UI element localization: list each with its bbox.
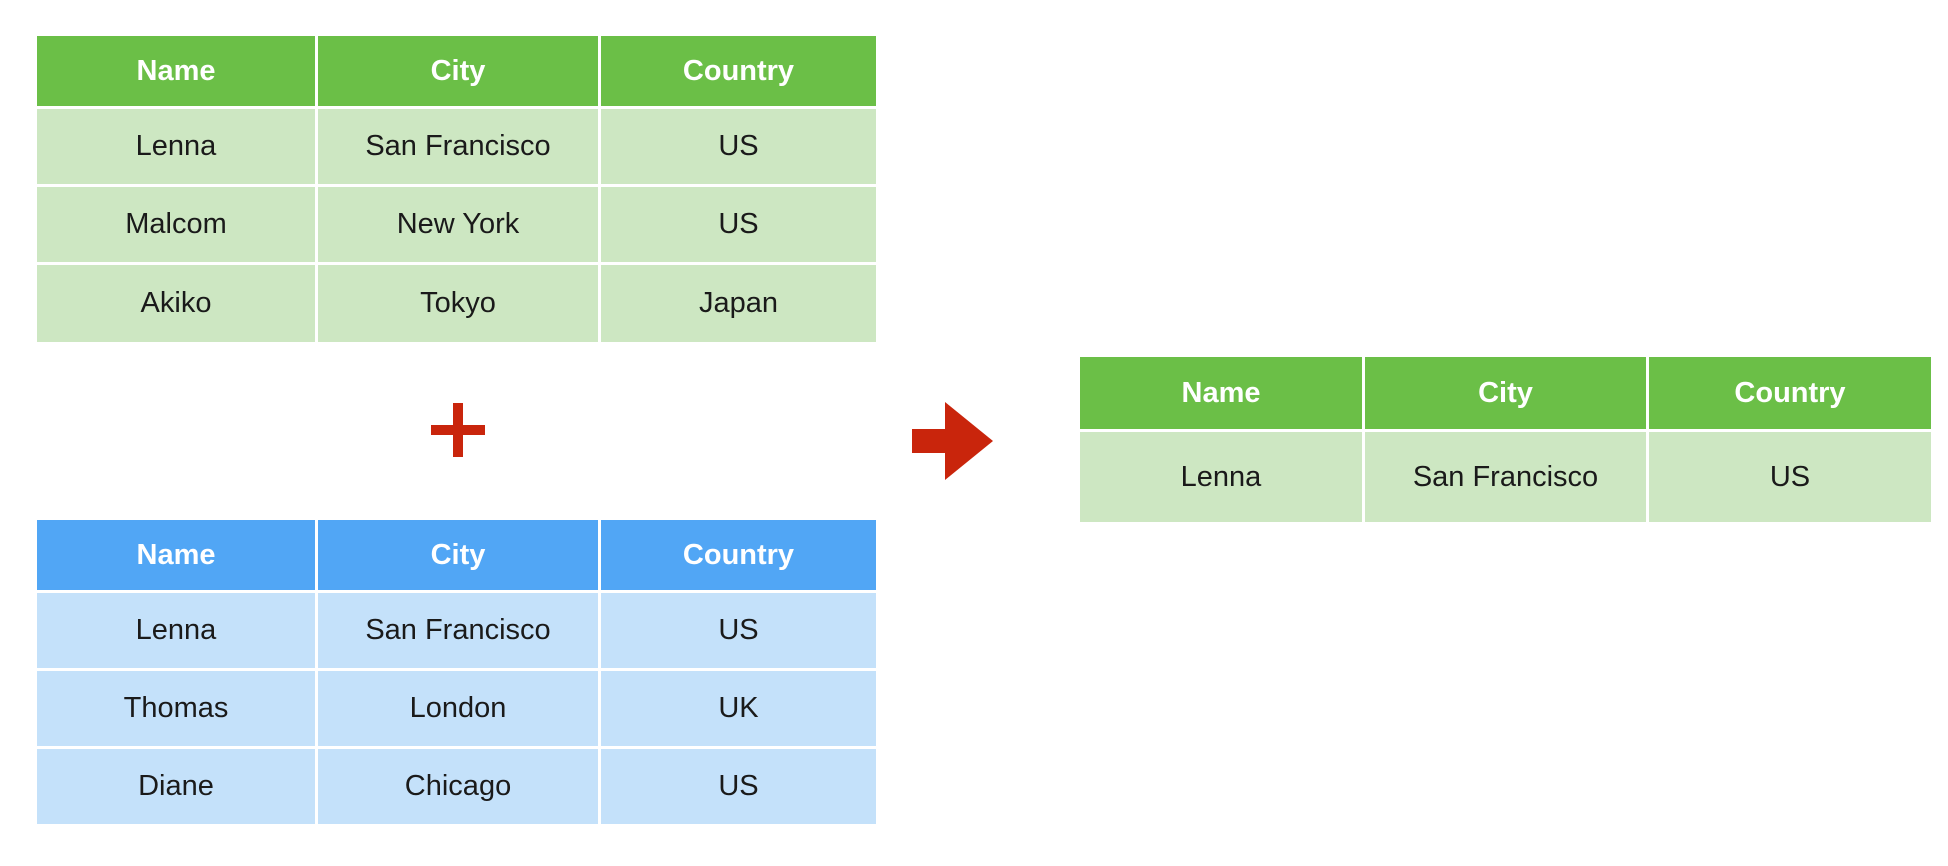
table-cell: Tokyo [318, 265, 598, 342]
table-cell: Chicago [318, 749, 598, 824]
table-cell: Lenna [37, 593, 315, 668]
table-cell: Lenna [37, 109, 315, 184]
table-cell: London [318, 671, 598, 746]
column-header: Name [37, 520, 315, 590]
arrow-tail [912, 429, 945, 453]
table-cell: San Francisco [318, 109, 598, 184]
column-header: City [318, 36, 598, 106]
table-cell: Malcom [37, 187, 315, 262]
table-cell: US [601, 593, 876, 668]
table-cell: US [1649, 432, 1931, 522]
table-cell: Lenna [1080, 432, 1362, 522]
table-cell: Diane [37, 749, 315, 824]
column-header: Country [601, 36, 876, 106]
table-cell: US [601, 749, 876, 824]
column-header: Name [37, 36, 315, 106]
column-header: Name [1080, 357, 1362, 429]
table-cell: US [601, 109, 876, 184]
column-header: Country [1649, 357, 1931, 429]
table-cell: Akiko [37, 265, 315, 342]
table-cell: Japan [601, 265, 876, 342]
table-cell: New York [318, 187, 598, 262]
column-header: City [318, 520, 598, 590]
table-cell: San Francisco [318, 593, 598, 668]
table-cell: UK [601, 671, 876, 746]
source-table-blue: Name City Country Lenna San Francisco US… [37, 520, 876, 824]
table-cell: Thomas [37, 671, 315, 746]
column-header: City [1365, 357, 1646, 429]
table-cell: US [601, 187, 876, 262]
column-header: Country [601, 520, 876, 590]
result-table-green: Name City Country Lenna San Francisco US [1080, 357, 1931, 522]
arrow-head [945, 402, 993, 480]
source-table-green: Name City Country Lenna San Francisco US… [37, 36, 876, 342]
plus-icon [431, 403, 485, 457]
arrow-right-icon [912, 402, 993, 480]
table-cell: San Francisco [1365, 432, 1646, 522]
